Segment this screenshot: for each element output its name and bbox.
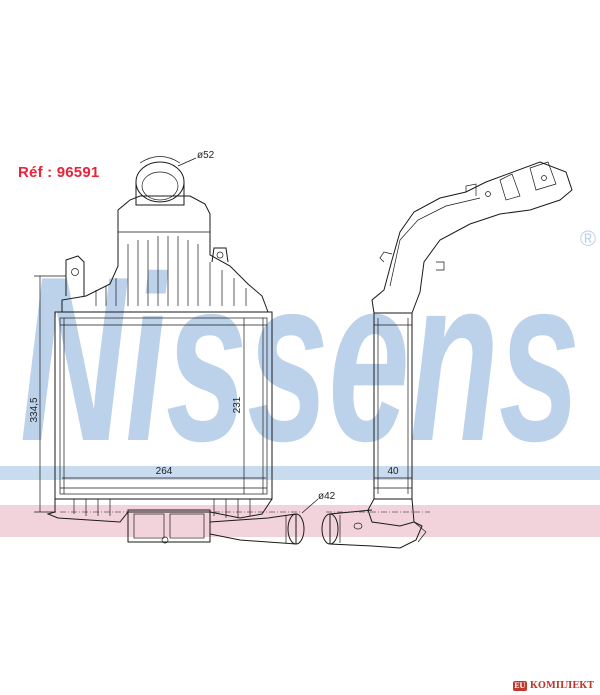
side-view: 40	[321, 161, 573, 549]
dimension-core-width: 264	[156, 466, 173, 477]
pink-stripe	[0, 505, 600, 537]
front-view: ø52 ø42 334,5 231 264	[29, 150, 336, 545]
footer-logo-mark: EU	[512, 681, 527, 691]
dimension-core-height: 231	[232, 396, 243, 413]
dimension-total-height: 334,5	[29, 397, 40, 422]
watermark-brand: Nissens	[20, 227, 580, 490]
dimension-pipe-top: ø52	[197, 150, 215, 161]
footer-logo-text: КОМПЛЕКТ	[529, 681, 594, 691]
dimension-pipe-bottom: ø42	[318, 491, 336, 502]
dimension-core-depth: 40	[387, 466, 399, 477]
reference-number: Réf : 96591	[18, 164, 100, 181]
footer-logo: EU КОМПЛЕКТ	[512, 681, 594, 691]
watermark-registered-mark: ®	[580, 226, 596, 251]
blue-stripe	[0, 466, 600, 480]
